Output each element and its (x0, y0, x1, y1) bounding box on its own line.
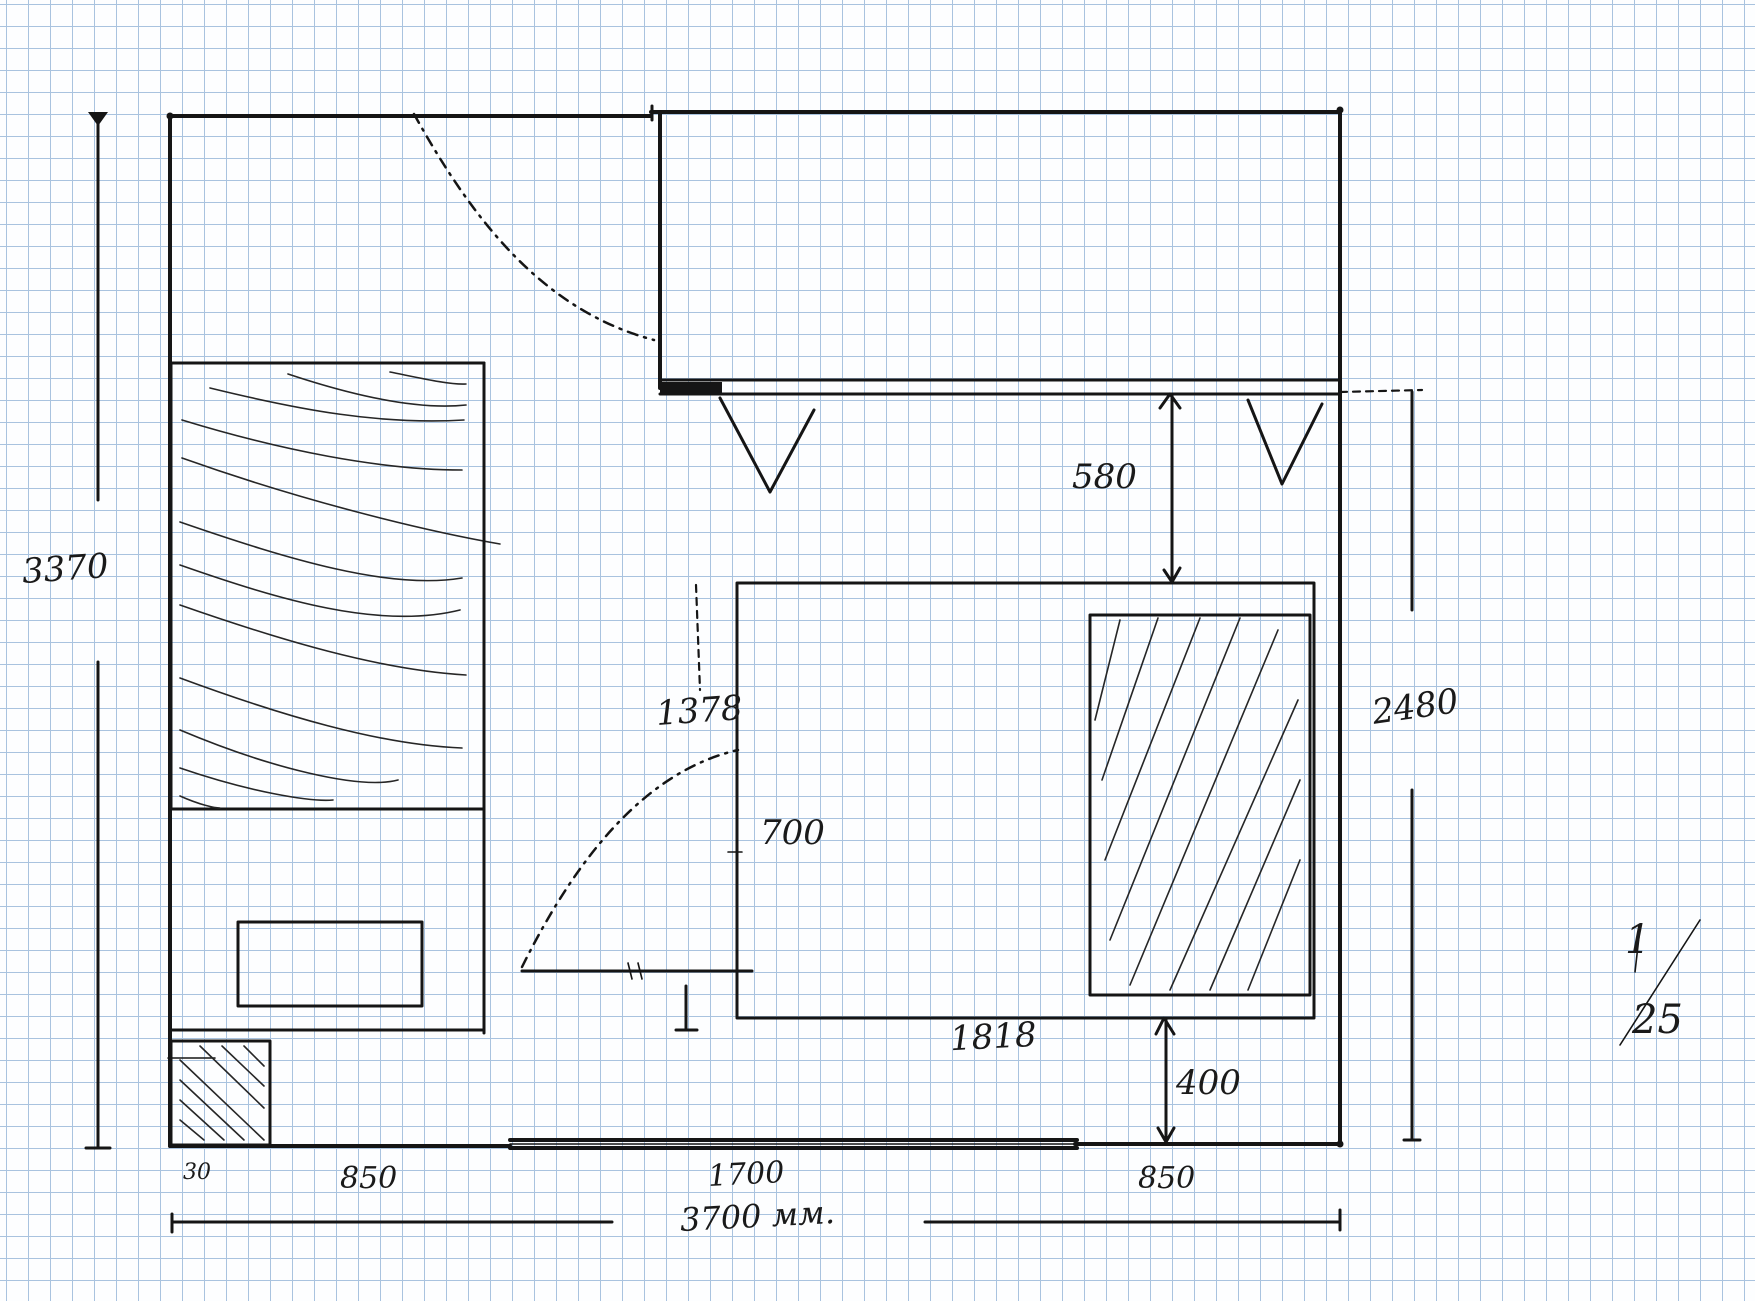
bottom-gap-label: 400 (1176, 1063, 1241, 1103)
outer-walls (166, 106, 1344, 1148)
double-bed (694, 581, 1316, 1020)
bed-width-label: 1818 (949, 1014, 1038, 1060)
middle-span-label: 1700 (707, 1155, 786, 1194)
scale-numerator-label: 1 (1625, 917, 1651, 963)
top-gap-label: 580 (1072, 457, 1137, 497)
wardrobe (658, 110, 1424, 494)
single-bed (169, 361, 501, 811)
left-cabinet (167, 361, 486, 1059)
left-span-label: 850 (340, 1161, 398, 1196)
door-width-label: 700 (760, 813, 825, 853)
right-span-label: 850 (1138, 1161, 1196, 1196)
bed-mattress (1088, 613, 1312, 997)
side-offset-label: 1378 (654, 688, 744, 734)
entrance-door (412, 104, 656, 342)
window (508, 1138, 1079, 1150)
overall-width-label: 3700 мм. (679, 1192, 836, 1240)
scale-denominator-label: 25 (1632, 997, 1683, 1043)
bedside-block (169, 1039, 272, 1147)
dimension-lines (84, 112, 1701, 1234)
small-offset-label: 30 (183, 1160, 211, 1185)
overall-height-label: 3370 (20, 546, 110, 592)
interior-door (520, 748, 754, 1032)
